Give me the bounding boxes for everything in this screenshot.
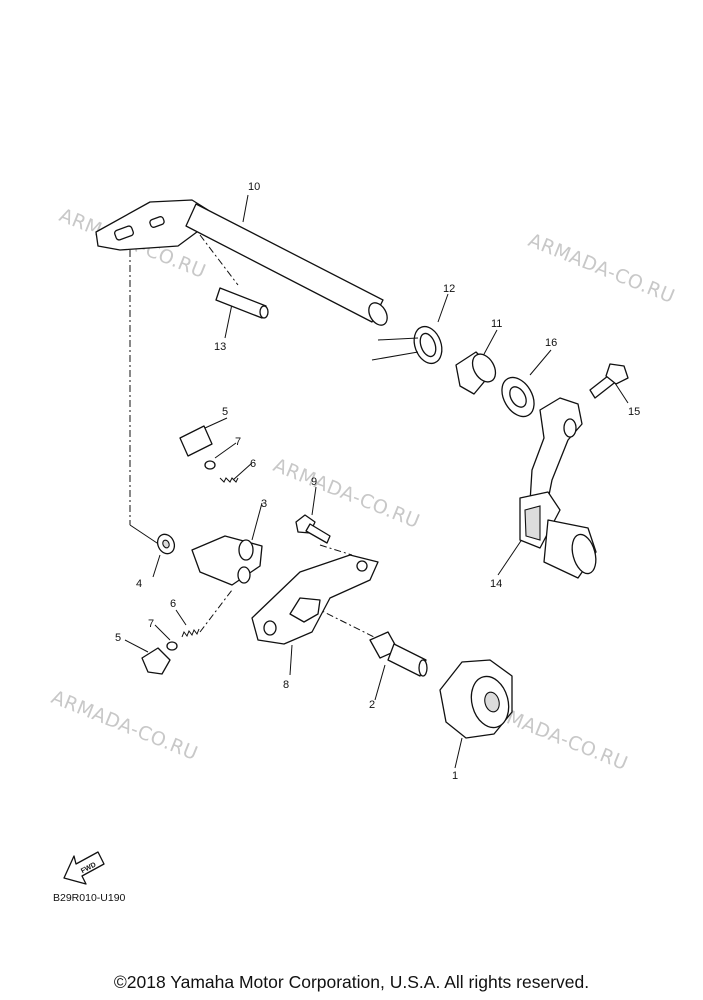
watermark-bottom-left: ARMADA-CO.RU — [48, 686, 201, 765]
watermark-center: ARMADA-CO.RU — [270, 454, 423, 533]
torsion-spring-part-12 — [371, 325, 443, 365]
callout-13: 13 — [214, 341, 226, 353]
oil-seal-part-16 — [501, 376, 535, 418]
shift-cam-part-1 — [439, 659, 513, 739]
callout-4: 4 — [136, 578, 142, 590]
fwd-arrow-icon: FWD — [63, 851, 105, 885]
shift-pedal-part-14 — [519, 397, 597, 579]
callout-10: 10 — [248, 181, 260, 193]
diagram-code: B29R010-U190 — [53, 892, 126, 904]
watermark-top-right: ARMADA-CO.RU — [525, 229, 678, 308]
dowel-pin-part-13 — [215, 287, 269, 319]
callout-12: 12 — [443, 283, 455, 295]
segment-part-5-top — [179, 425, 213, 457]
callout-5-top: 5 — [222, 406, 228, 418]
callout-7-bottom: 7 — [148, 618, 154, 630]
callout-1: 1 — [452, 770, 458, 782]
callout-8: 8 — [283, 679, 289, 691]
pin-part-7-bottom — [166, 641, 178, 651]
callout-labels: 10 13 12 11 16 15 5 7 6 9 3 4 14 6 7 5 8… — [115, 181, 640, 782]
callout-14: 14 — [490, 578, 502, 590]
callout-3: 3 — [261, 498, 267, 510]
callout-9: 9 — [311, 476, 317, 488]
spring-part-6-bottom — [181, 628, 200, 638]
spring-part-6-top — [219, 477, 239, 483]
bolt-part-15 — [589, 363, 629, 399]
callout-6-bottom: 6 — [170, 598, 176, 610]
callout-2: 2 — [369, 699, 375, 711]
shift-shaft-part-10 — [95, 199, 388, 326]
guide-plate-part-8 — [251, 554, 379, 645]
copyright-notice: ©2018 Yamaha Motor Corporation, U.S.A. A… — [113, 972, 590, 992]
lever-part-3 — [191, 535, 263, 586]
washer-part-4 — [156, 533, 176, 555]
segment-part-5-bottom — [141, 647, 171, 675]
callout-16: 16 — [545, 337, 557, 349]
callout-7-top: 7 — [235, 436, 241, 448]
callout-11: 11 — [491, 318, 502, 330]
callout-5-bottom: 5 — [115, 632, 121, 644]
pin-part-7-top — [204, 460, 216, 470]
callout-15: 15 — [628, 406, 640, 418]
callout-6-top: 6 — [250, 458, 256, 470]
stopper-shaft-part-2 — [369, 631, 428, 677]
collar-part-11 — [455, 351, 497, 395]
bolt-part-9 — [295, 514, 331, 544]
